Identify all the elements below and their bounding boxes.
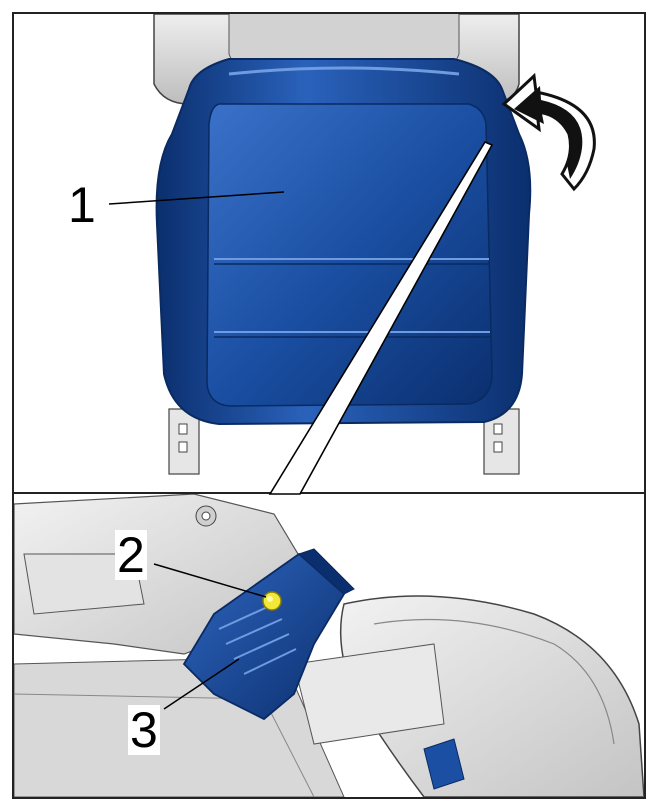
seat-cushion xyxy=(155,58,532,426)
detail-panel xyxy=(12,492,646,799)
callout-2-label: 2 xyxy=(115,527,147,583)
seat-overview-illustration xyxy=(108,14,596,475)
highlighted-screw xyxy=(262,591,282,611)
overview-panel xyxy=(12,12,646,494)
callout-3-label: 3 xyxy=(128,702,160,758)
blue-bracket xyxy=(182,548,465,790)
cushion-shell xyxy=(293,595,644,797)
callout-2-leader xyxy=(153,563,267,598)
lift-direction-arrow xyxy=(501,72,596,192)
callout-3-leader xyxy=(163,658,240,710)
callout-1-label: 1 xyxy=(68,177,96,233)
callout-1-leader xyxy=(108,191,285,205)
detail-illustration xyxy=(14,494,644,797)
